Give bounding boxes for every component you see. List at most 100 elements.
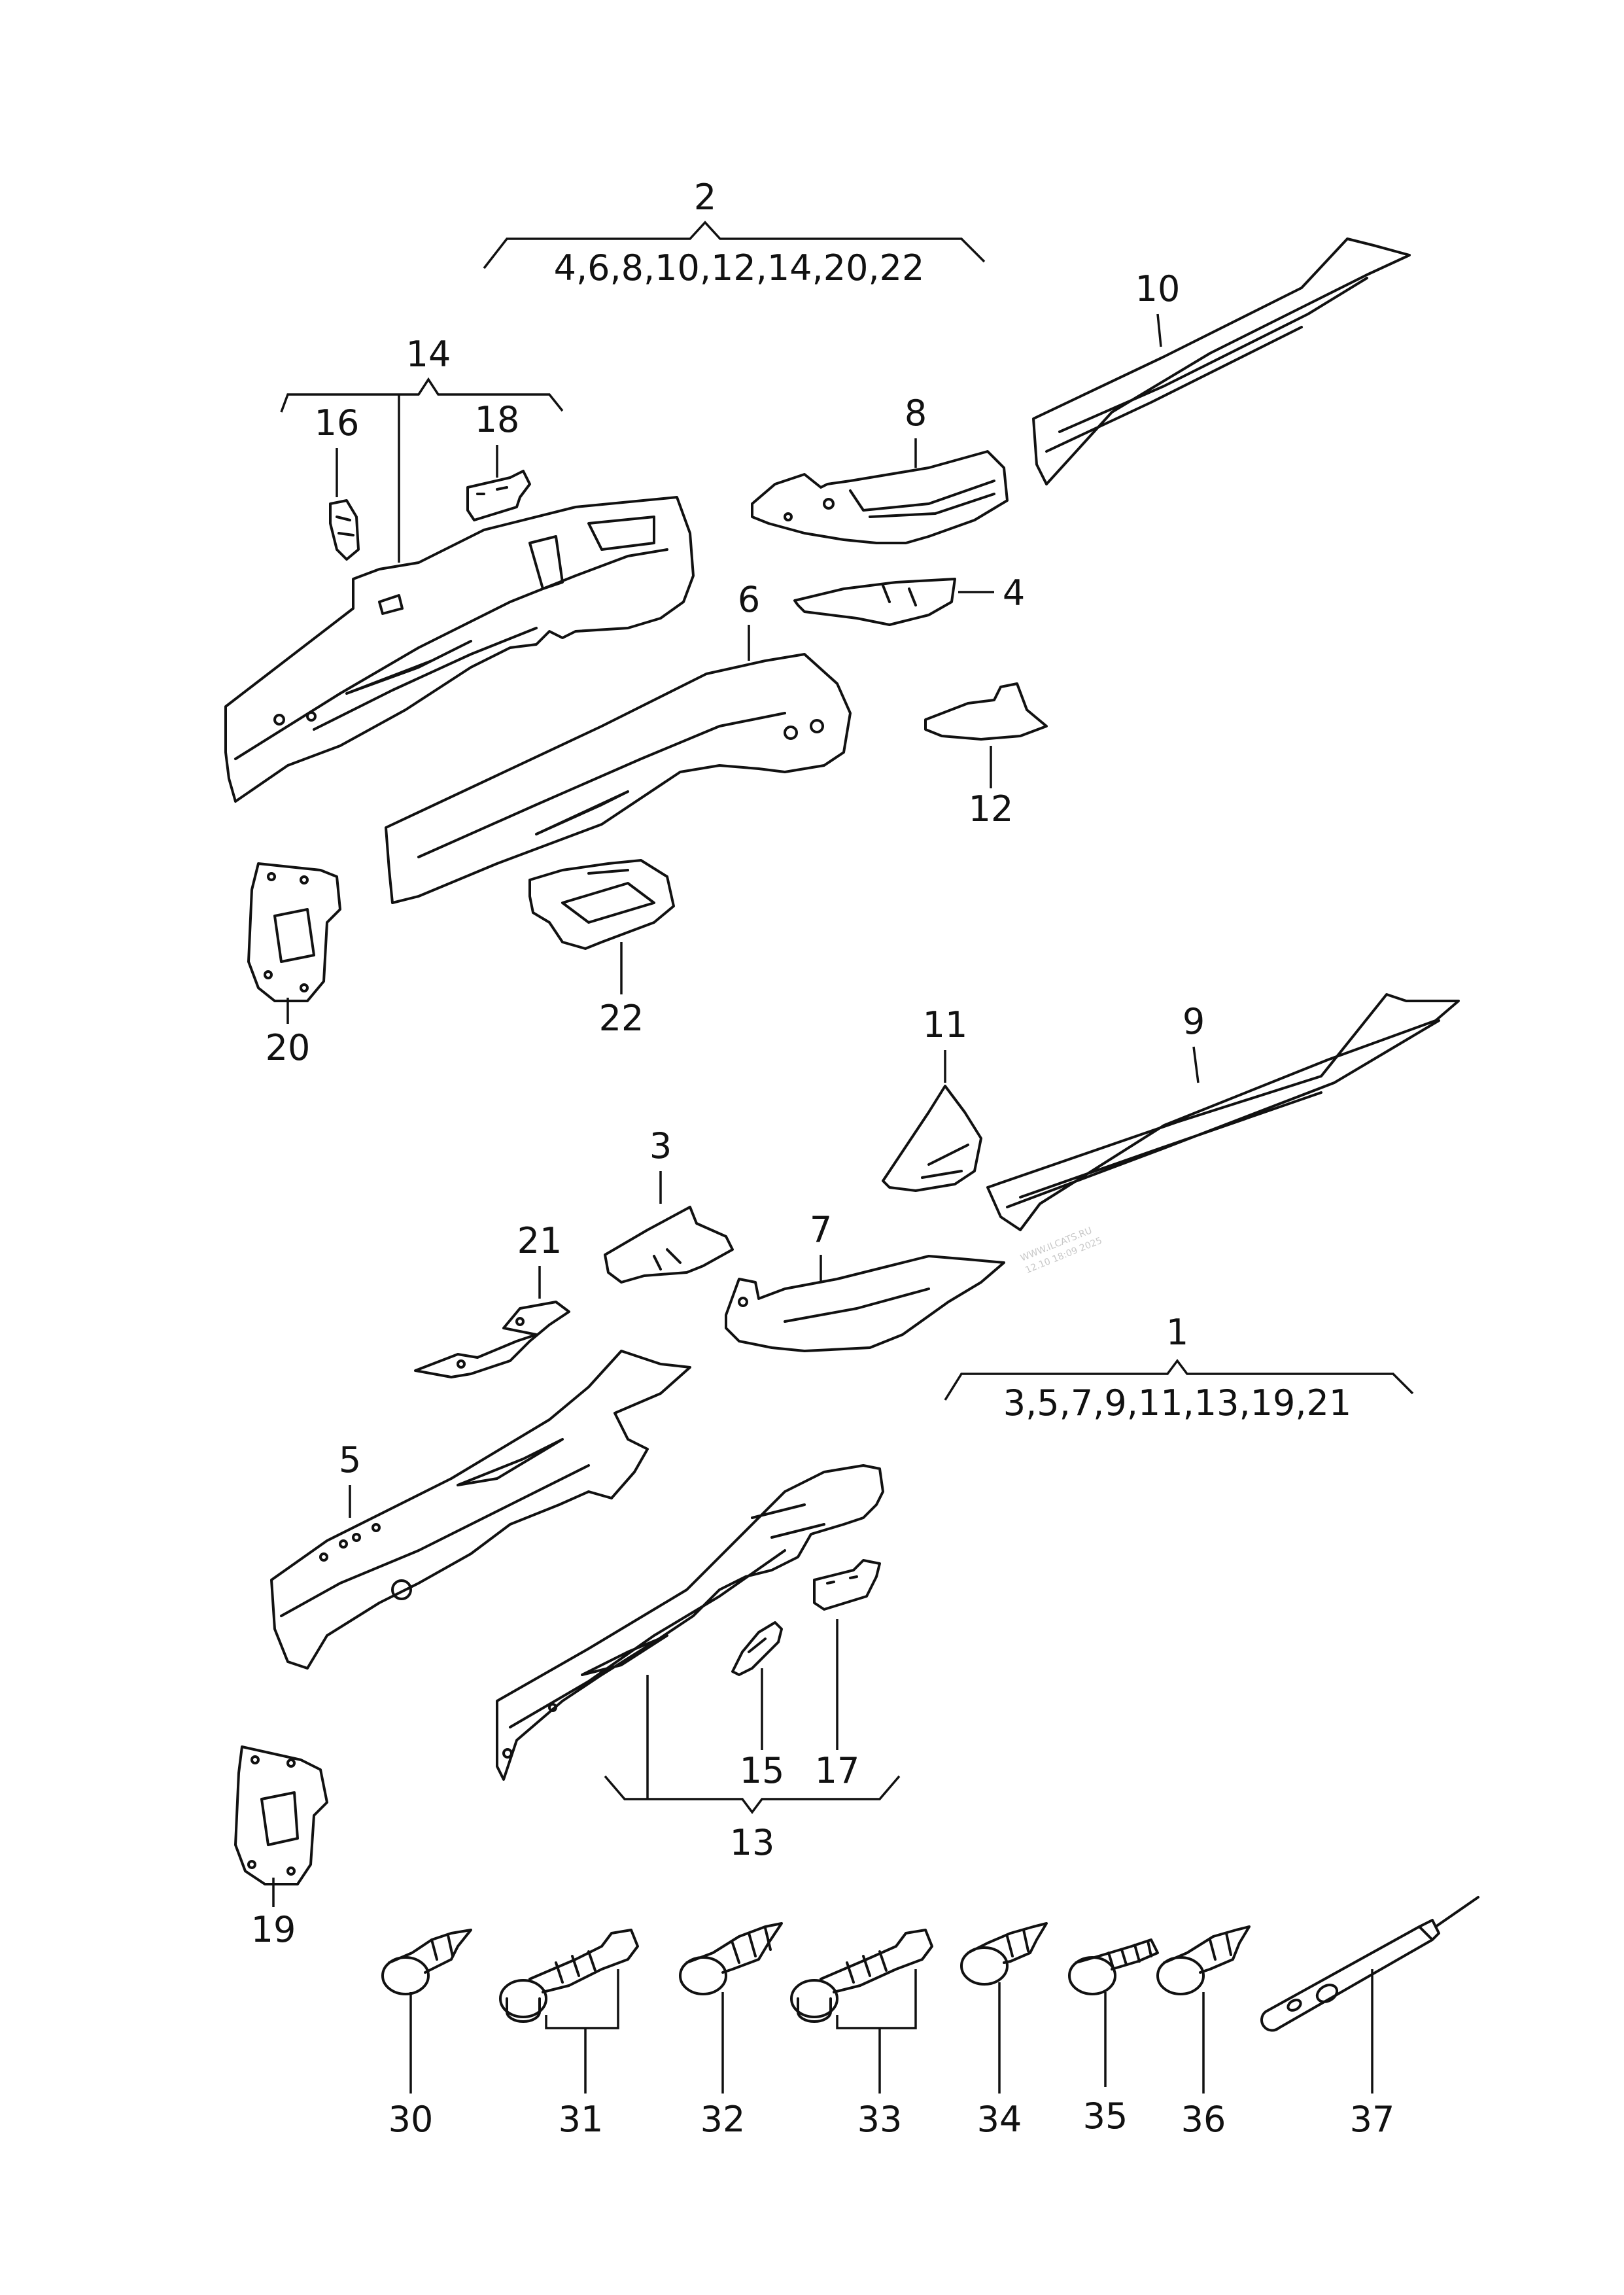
part-15-label: 15 [740,1750,785,1791]
part-17[interactable]: 17 [813,1559,881,1791]
part-37-drawing [1260,1896,1479,2032]
part-18-label: 18 [475,399,520,440]
part-10-label: 10 [1135,268,1181,309]
part-9-leader [1192,1046,1200,1083]
part-22-drawing [528,859,675,950]
part-8-label: 8 [905,393,927,434]
part-20[interactable]: 20 [247,862,341,1068]
part-7[interactable]: 7 [725,1209,1005,1352]
part-9-label: 9 [1183,1001,1205,1042]
part-37[interactable]: 37 [1260,1896,1479,2140]
part-19[interactable]: 19 [234,1745,328,1950]
group-1-members: 3,5,7,9,11,13,19,21 [1003,1382,1351,1424]
group-1-bracket [944,1359,1414,1401]
part-36-label: 36 [1181,2099,1226,2140]
part-13-drawing [496,1464,884,1781]
part-34-label: 34 [977,2099,1022,2140]
watermark: WWW.ILCATS.RU 12.10 18:09 2025 [1019,1225,1103,1276]
part-20-drawing [247,862,341,1002]
part-8[interactable]: 8 [751,393,1009,544]
part-37-label: 37 [1350,2099,1395,2140]
part-30-drawing [381,1929,472,1995]
part-17-label: 17 [815,1750,860,1791]
part-34[interactable]: 34 [960,1922,1048,2140]
part-5-drawing [270,1350,691,1670]
group-2-members: 4,6,8,10,12,14,20,22 [554,247,925,289]
part-4-label: 4 [1003,572,1025,614]
part-3-label: 3 [649,1125,672,1166]
group-2-number[interactable]: 2 [694,177,716,218]
part-5-label: 5 [339,1439,361,1480]
part-32-drawing [679,1922,783,1995]
part-9-drawing [986,993,1460,1231]
part-6[interactable]: 6 [385,579,852,904]
part-6-label: 6 [738,579,760,620]
part-31-bracket [545,1969,619,2029]
part-10-drawing [1032,237,1411,485]
part-34-drawing [960,1922,1048,1986]
part-31-drawing [499,1929,639,2023]
part-13[interactable] [496,1464,884,1781]
part-35-drawing [1068,1938,1159,1995]
part-6-drawing [385,653,852,904]
part-3[interactable]: 3 [604,1125,734,1284]
part-18[interactable]: 18 [466,399,531,521]
part-36-drawing [1156,1925,1251,1995]
part-14-drawing [224,496,695,803]
part-33-label: 33 [857,2099,903,2140]
part-36[interactable]: 36 [1156,1925,1251,2140]
part-9[interactable]: 9 [986,993,1460,1231]
group-14-header: 14 [280,334,564,563]
part-10[interactable]: 10 [1032,237,1411,485]
part-7-label: 7 [810,1209,832,1250]
part-15[interactable]: 15 [731,1621,785,1791]
part-15-drawing [731,1621,783,1676]
group-1-number[interactable]: 1 [1166,1312,1188,1353]
group-14-bracket [280,377,564,413]
part-30-label: 30 [389,2099,434,2140]
group-13-number[interactable]: 13 [730,1822,775,1863]
part-21[interactable]: 21 [414,1220,570,1378]
part-11-drawing [882,1085,982,1192]
group-14-number[interactable]: 14 [406,334,451,375]
part-18-drawing [466,470,531,521]
part-22[interactable]: 22 [528,859,675,1039]
part-8-drawing [751,450,1009,544]
part-19-label: 19 [251,1909,296,1950]
part-32-label: 32 [700,2099,746,2140]
group-13-header: 13 [604,1675,901,1863]
part-11[interactable]: 11 [882,1004,982,1192]
part-16[interactable]: 16 [315,402,360,561]
group-2-bracket [483,220,986,270]
part-3-drawing [604,1206,734,1284]
part-17-drawing [813,1559,881,1611]
part-35-label: 35 [1083,2095,1128,2137]
part-12-label: 12 [969,788,1014,830]
part-16-label: 16 [315,402,360,444]
part-35[interactable]: 35 [1068,1938,1159,2137]
part-16-drawing [329,499,360,561]
part-33-bracket [836,1969,917,2029]
part-12-drawing [924,682,1048,741]
part-31-label: 31 [559,2099,604,2140]
part-31[interactable]: 31 [499,1929,639,2140]
group-1-header: 1 3,5,7,9,11,13,19,21 [944,1312,1414,1424]
part-19-drawing [234,1745,328,1885]
part-4-drawing [793,578,956,626]
part-32[interactable]: 32 [679,1922,783,2140]
part-33[interactable]: 33 [790,1929,933,2140]
part-12[interactable]: 12 [924,682,1048,830]
part-33-drawing [790,1929,933,2023]
part-11-label: 11 [923,1004,968,1045]
part-7-drawing [725,1255,1005,1352]
part-10-leader [1156,313,1162,347]
part-5[interactable]: 5 [270,1350,691,1670]
part-21-label: 21 [517,1220,562,1261]
part-20-label: 20 [266,1027,311,1068]
part-4[interactable]: 4 [793,572,1025,626]
part-21-drawing [414,1301,570,1378]
part-22-label: 22 [599,998,644,1039]
group-13-bracket [604,1775,901,1814]
part-30[interactable]: 30 [381,1929,472,2140]
